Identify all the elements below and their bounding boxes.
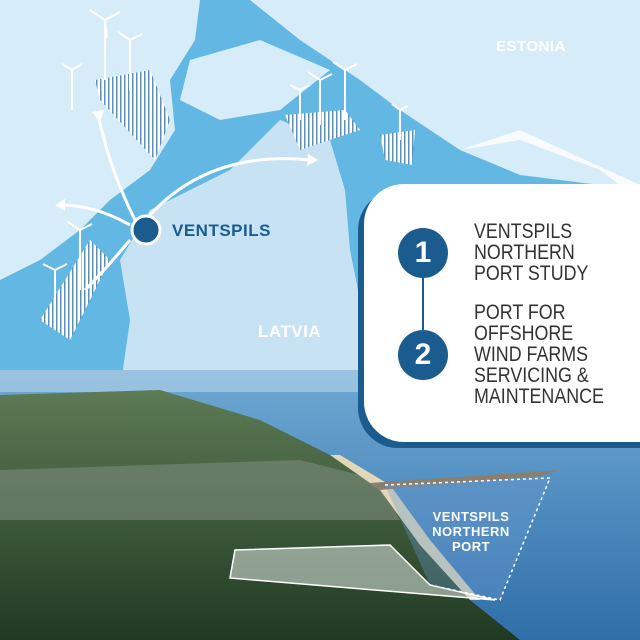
step-number-badge: 2	[398, 329, 448, 380]
latvia-land	[120, 120, 365, 390]
label-latvia: LATVIA	[258, 322, 322, 341]
step-number-badge: 1	[398, 227, 448, 278]
step-text: VENTSPILS NORTHERN PORT STUDY	[474, 220, 589, 285]
saaremaa-land	[180, 40, 330, 120]
steps-card: 1 VENTSPILS NORTHERN PORT STUDY 2 PORT F…	[364, 184, 640, 442]
step-text: PORT FOR OFFSHORE WIND FARMS SERVICING &…	[474, 301, 604, 408]
step-2: 2 PORT FOR OFFSHORE WIND FARMS SERVICING…	[398, 302, 627, 407]
label-ventspils: VENTSPILS	[172, 221, 271, 240]
wind-farm-zones	[40, 70, 415, 340]
wind-turbine-icons	[42, 9, 409, 320]
ventspils-marker	[130, 214, 162, 246]
route-arrows	[59, 114, 311, 292]
northern-port-label: VENTSPILS NORTHERN PORT	[432, 509, 510, 554]
northern-port-area	[229, 544, 496, 601]
step-1: 1 VENTSPILS NORTHERN PORT STUDY	[398, 221, 609, 284]
label-estonia: ESTONIA	[496, 38, 566, 55]
